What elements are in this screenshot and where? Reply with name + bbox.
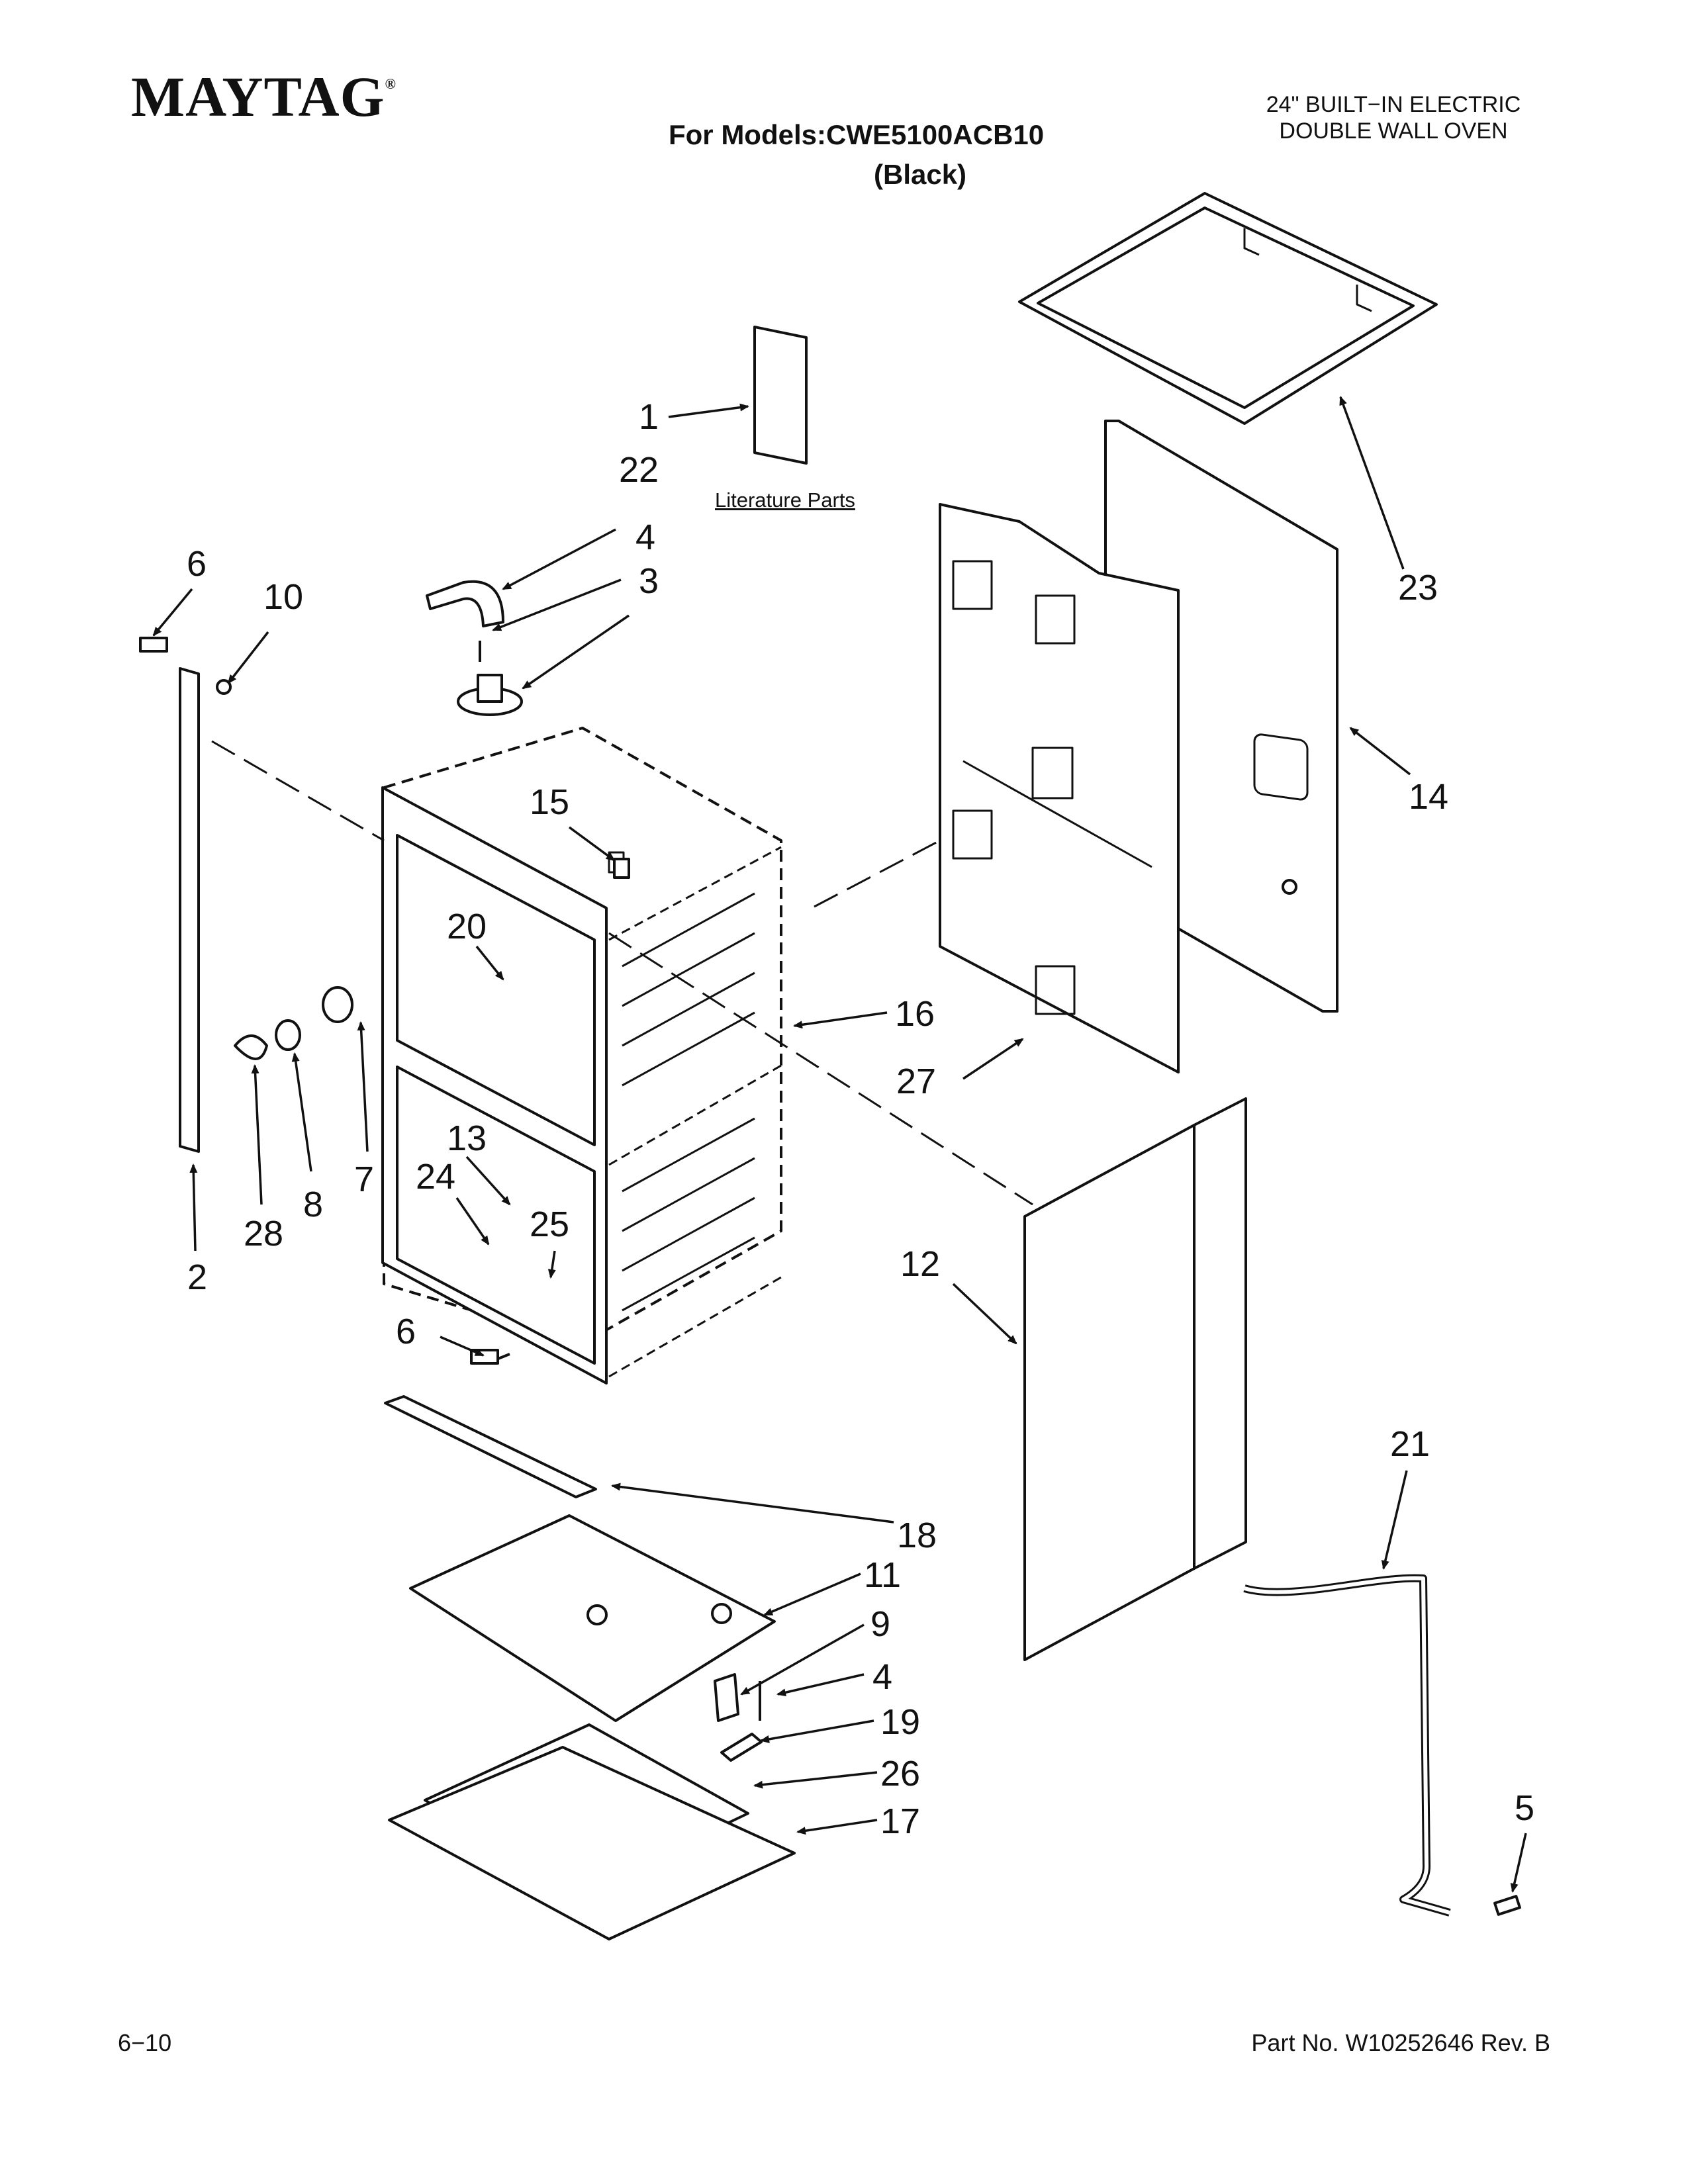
callout-3: 3 [639,561,659,601]
callout-15: 15 [530,782,569,822]
models-title: For Models:CWE5100ACB10 [669,119,1045,150]
callout-1: 1 [639,397,659,437]
callout-11: 11 [864,1555,901,1595]
callout-9: 9 [870,1604,890,1644]
callout-6-top: 6 [187,544,207,584]
callout-6-bottom: 6 [396,1312,416,1351]
page-number: 6−10 [118,2029,172,2056]
insulation-panel [939,503,1180,1073]
screw-10 [216,679,232,695]
literature-booklet [753,326,808,465]
literature-parts-label: Literature Parts [715,488,855,512]
callout-26: 26 [880,1754,920,1794]
callout-23: 23 [1398,568,1438,608]
callout-13: 13 [447,1118,487,1158]
callout-2: 2 [187,1257,207,1297]
callout-labels: 1 22 4 3 6 10 15 20 16 27 23 14 7 8 28 2… [187,397,1534,1841]
callout-21: 21 [1390,1424,1430,1464]
callout-27: 27 [896,1062,936,1101]
leader-lines [152,396,1527,1893]
conduit [1243,1574,1521,1917]
callout-22: 22 [619,450,659,490]
top-trim-frame [1018,192,1438,425]
side-panel [1023,1097,1247,1661]
callout-19: 19 [880,1702,920,1742]
oven-cavity-assembly [381,727,782,1385]
callout-14: 14 [1409,777,1448,817]
callout-28: 28 [244,1214,283,1253]
bottom-panel [409,1514,776,1722]
part-number: Part No. W10252646 Rev. B [1251,2029,1550,2056]
callout-10: 10 [263,577,303,617]
callout-16: 16 [895,994,935,1034]
screw-6-top [139,637,168,653]
callout-24: 24 [416,1157,455,1197]
callout-12: 12 [900,1244,940,1284]
callout-8: 8 [303,1185,323,1224]
callout-4-bottom: 4 [872,1657,892,1697]
brand-logo: MAYTAG® [131,65,397,128]
bulb-holder-15 [613,858,630,879]
product-type-line-1: 24" BUILT−IN ELECTRIC [1266,92,1521,117]
callout-18: 18 [897,1516,937,1555]
callout-7: 7 [354,1160,374,1199]
base-frame [388,1746,796,1940]
callout-17: 17 [880,1801,920,1841]
side-trim-strip [179,667,200,1153]
bottom-trim [384,1353,597,1498]
lamp-assembly [234,986,353,1060]
callout-5: 5 [1515,1788,1534,1828]
callout-20: 20 [447,907,487,946]
product-type: 24" BUILT−IN ELECTRIC DOUBLE WALL OVEN [1251,91,1536,144]
callout-25: 25 [530,1205,569,1244]
terminal-bracket [714,1673,763,1762]
alignment-lines [211,740,1033,1206]
color-subtitle: (Black) [874,159,967,190]
callout-4-top: 4 [635,518,655,557]
product-type-line-2: DOUBLE WALL OVEN [1279,118,1508,144]
vent-elbow [426,580,523,716]
